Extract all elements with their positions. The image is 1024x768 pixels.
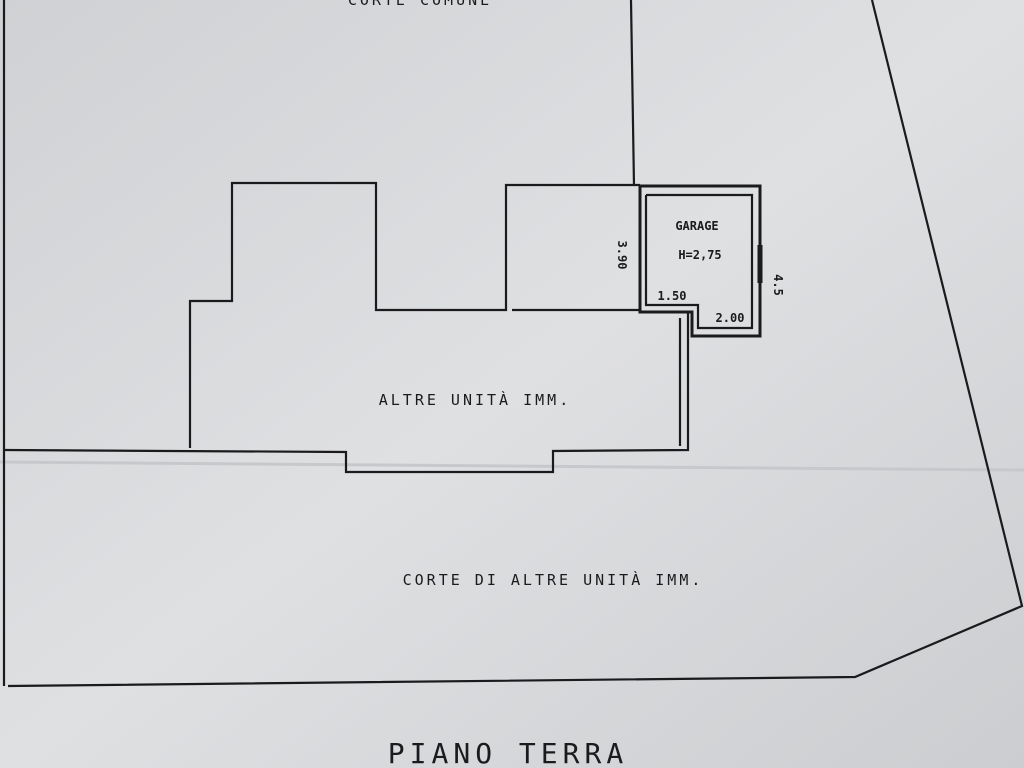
paper-fold: [0, 460, 1024, 472]
building-outline-upper: [188, 181, 640, 448]
dim-right: 4.5: [771, 274, 785, 296]
courtyard-label: CORTE DI ALTRE UNITÀ IMM.: [403, 570, 704, 589]
dim-door: 1.50: [658, 289, 687, 303]
garage-height: H=2,75: [678, 248, 721, 262]
dim-depth: 3.90: [615, 241, 629, 270]
dim-width: 2.00: [716, 311, 745, 325]
main-unit-label: ALTRE UNITÀ IMM.: [379, 390, 572, 409]
common-court-divider: [629, 0, 636, 187]
floor-title: PIANO TERRA: [388, 737, 628, 768]
top-label: CORTE COMUNE: [348, 0, 492, 9]
garage-label: GARAGE: [675, 219, 718, 233]
property-boundary: [7, 0, 1024, 688]
garage-walls: [638, 184, 763, 338]
building-outline-lower: [4, 313, 690, 474]
